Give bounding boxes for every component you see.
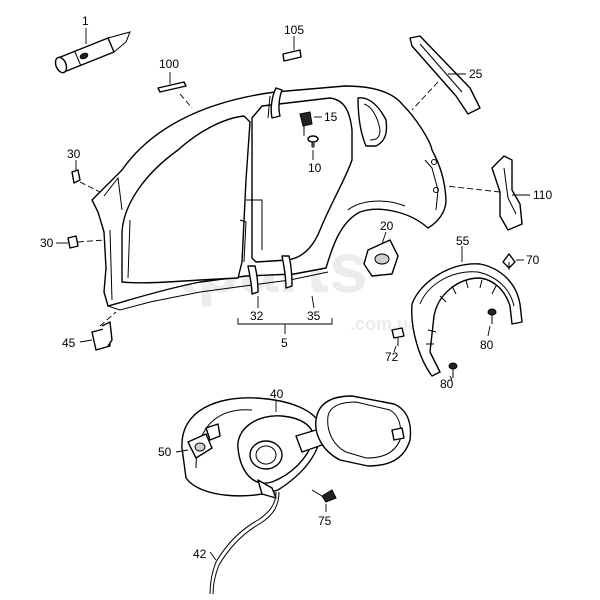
part-1-paint-pen [54,31,131,74]
label-part-30-lower: 30 [40,236,54,250]
part-100-strip [157,81,187,93]
watermark-domain: .com.ua [350,314,419,334]
label-part-70: 70 [526,253,540,267]
part-10-bolt [307,135,319,148]
label-part-105: 105 [284,23,304,37]
label-part-32: 32 [250,309,264,323]
label-part-1: 1 [82,14,89,28]
part-42-drain-hose [209,491,280,595]
part-15-clip [299,111,313,132]
part-70-clip [502,253,516,270]
label-part-30-upper: 30 [67,147,81,161]
part-30-clip-upper [71,169,81,184]
label-part-25: 25 [469,67,483,81]
label-part-50: 50 [158,445,172,459]
label-part-10: 10 [308,161,322,175]
part-80-screw-upper [487,308,497,324]
part-80-screw-lower [448,362,458,378]
label-part-80-upper: 80 [480,338,494,352]
part-50-actuator [187,423,221,459]
part-30-clip-lower [67,235,79,249]
part-45-bracket [91,321,113,351]
label-part-110: 110 [533,188,552,202]
part-25-trim [409,35,481,115]
part-20-filler-housing [363,239,399,277]
leader-lines [56,28,530,561]
callout-labels: 1 105 100 25 15 10 30 30 110 20 55 70 45… [40,14,552,561]
label-part-72: 72 [385,350,399,364]
label-part-80-lower: 80 [440,377,454,391]
label-part-15: 15 [324,110,338,124]
label-part-75: 75 [318,514,332,528]
label-part-100: 100 [159,57,179,71]
part-55-wheel-liner [411,263,523,377]
label-part-45: 45 [62,336,76,350]
part-72-clip [391,327,405,346]
label-part-55: 55 [456,234,470,248]
part-105-clip [282,49,302,62]
part-110-rear-bracket [491,155,523,231]
part-75-screw [311,489,337,503]
label-part-20: 20 [380,219,394,233]
label-part-40: 40 [270,387,284,401]
label-part-35: 35 [307,309,321,323]
part-40-filler-flap [181,395,412,499]
side-panel [91,85,447,311]
label-part-5: 5 [281,336,288,350]
label-part-42: 42 [193,547,207,561]
